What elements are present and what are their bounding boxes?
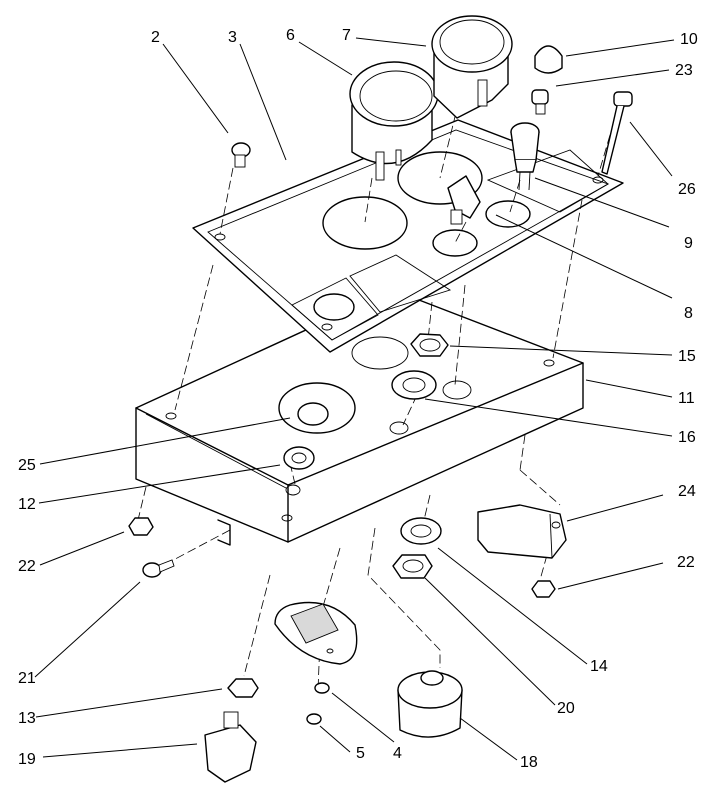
leader-lines xyxy=(34,37,675,761)
nut-20 xyxy=(392,554,433,579)
lock-washer-14 xyxy=(400,517,442,545)
callout-12: 12 xyxy=(18,496,36,513)
callout-labels: 2 3 6 7 10 23 26 9 8 15 11 16 25 12 24 2… xyxy=(18,27,698,771)
switch-18 xyxy=(397,670,463,738)
callout-2: 2 xyxy=(151,29,160,46)
relay-24 xyxy=(477,504,567,559)
switch-bezel xyxy=(274,601,358,665)
callout-25: 25 xyxy=(18,457,36,474)
callout-9: 9 xyxy=(684,235,693,252)
callout-19: 19 xyxy=(18,751,36,768)
callout-22-right: 22 xyxy=(677,554,695,571)
callout-8: 8 xyxy=(684,305,693,322)
callout-18: 18 xyxy=(520,754,538,771)
screw-2 xyxy=(231,142,251,168)
callout-6: 6 xyxy=(286,27,295,44)
toggle-switch-19 xyxy=(204,711,257,783)
callout-10: 10 xyxy=(680,31,698,48)
horn-25 xyxy=(278,382,356,434)
nut-5 xyxy=(306,713,322,725)
indicator-lens-10 xyxy=(534,45,563,74)
callout-16: 16 xyxy=(678,429,696,446)
callout-26: 26 xyxy=(678,181,696,198)
bulb-23 xyxy=(531,89,549,115)
bushing-12 xyxy=(283,446,315,470)
nut-22-left xyxy=(128,517,154,536)
indicator-socket-9 xyxy=(510,122,540,191)
key-switch-8 xyxy=(447,175,481,225)
callout-24: 24 xyxy=(678,483,696,500)
callout-22-left: 22 xyxy=(18,558,36,575)
instrument-panel-plate xyxy=(192,119,624,353)
callout-13: 13 xyxy=(18,710,36,727)
nut-22-right xyxy=(531,580,556,598)
assembly-guide-lines xyxy=(137,87,611,691)
screw-21 xyxy=(142,559,175,578)
callout-4: 4 xyxy=(393,745,402,762)
gauge-7 xyxy=(431,15,513,119)
lock-washer-16 xyxy=(391,370,437,400)
callout-21: 21 xyxy=(18,670,36,687)
callout-15: 15 xyxy=(678,348,696,365)
nut-15 xyxy=(410,333,449,357)
gauge-6 xyxy=(349,61,439,181)
screw-26 xyxy=(601,91,633,175)
washer-4 xyxy=(314,682,330,694)
callout-3: 3 xyxy=(228,29,237,46)
callout-7: 7 xyxy=(342,27,351,44)
callout-20: 20 xyxy=(557,700,575,717)
callout-23: 23 xyxy=(675,62,693,79)
callout-5: 5 xyxy=(356,745,365,762)
nut-13 xyxy=(227,678,259,698)
callout-11: 11 xyxy=(678,390,695,407)
callout-14: 14 xyxy=(590,658,608,675)
